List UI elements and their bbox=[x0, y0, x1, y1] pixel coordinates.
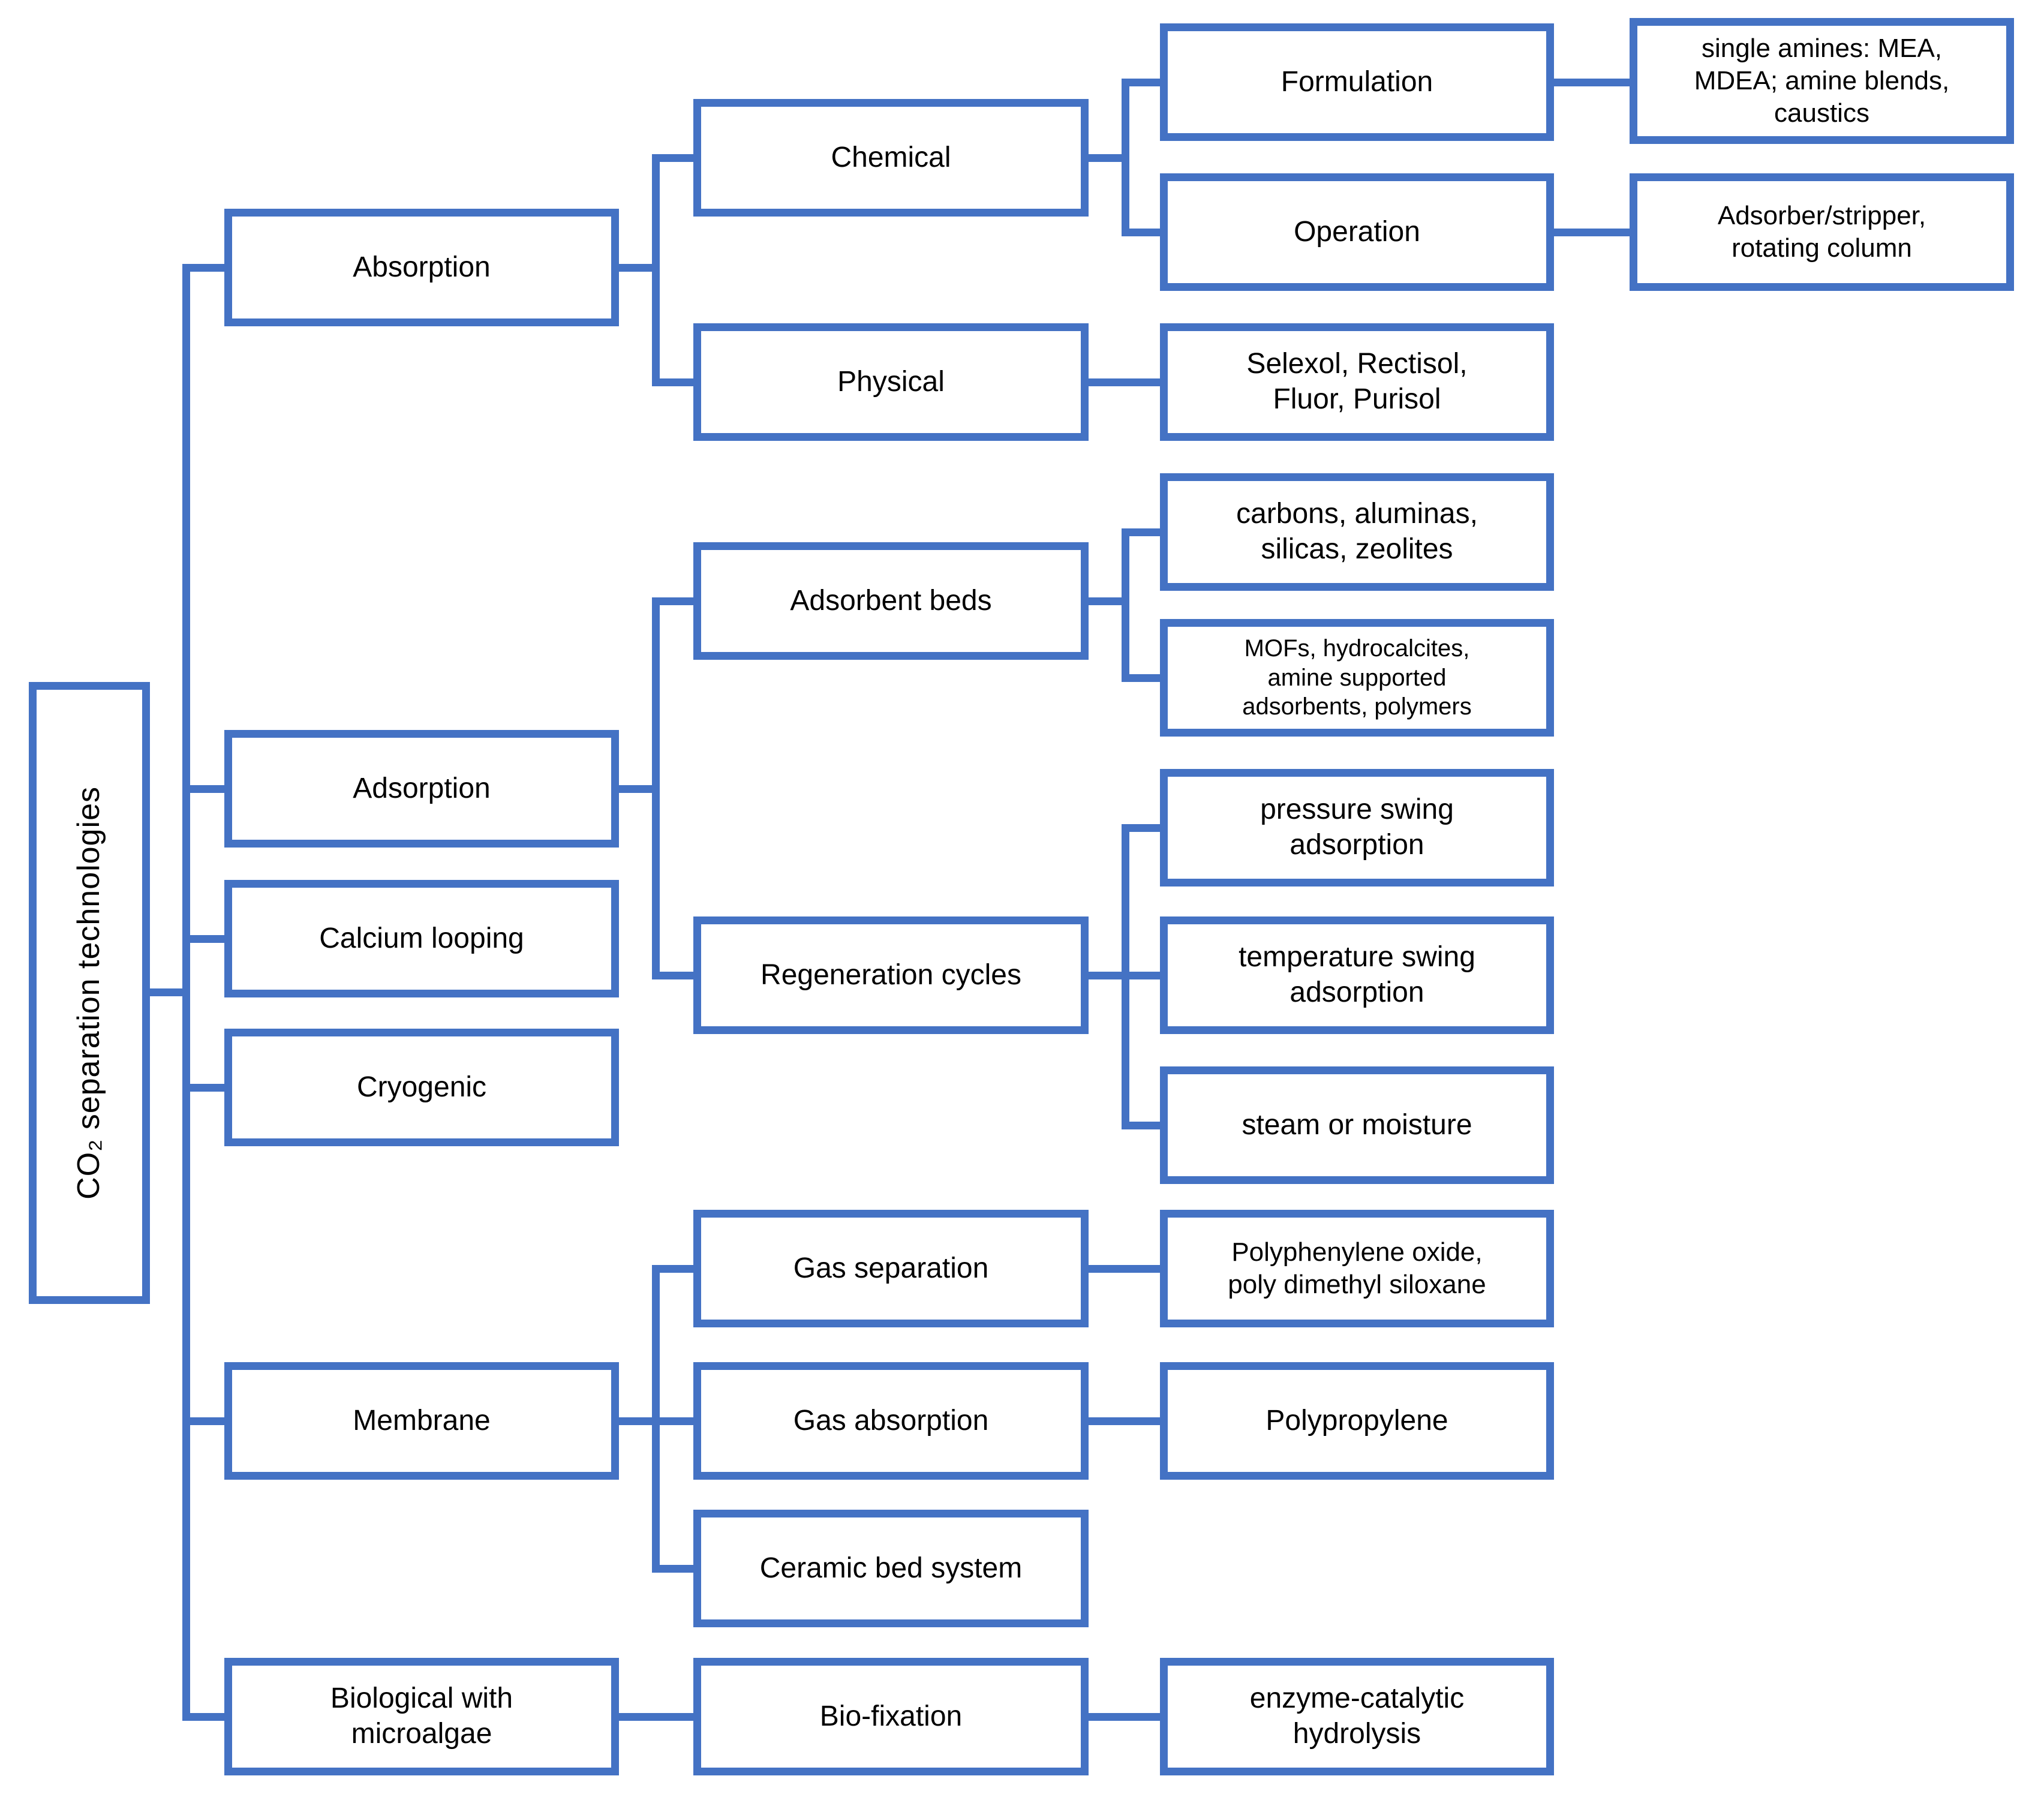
node-physical-solvents: Selexol, Rectisol, Fluor, Purisol bbox=[1160, 323, 1554, 441]
node-operation: Operation bbox=[1160, 173, 1554, 291]
connector-to-gas-absorption bbox=[652, 1417, 693, 1425]
connector-to-physical bbox=[652, 378, 693, 386]
connector-to-steam bbox=[1122, 1122, 1160, 1129]
node-adsorption: Adsorption bbox=[224, 730, 619, 848]
connector-to-adsorption bbox=[182, 785, 224, 793]
connector-chemical-trunk bbox=[1122, 79, 1129, 236]
connector-to-gas-separation bbox=[652, 1265, 693, 1273]
node-classic-adsorbents: carbons, aluminas, silicas, zeolites bbox=[1160, 473, 1554, 591]
connector-to-regeneration bbox=[652, 972, 693, 979]
connector-adsorption-trunk bbox=[652, 597, 660, 979]
node-root-co2-separation-technologies: CO₂ separation technologies bbox=[29, 682, 150, 1304]
node-chemical: Chemical bbox=[693, 99, 1089, 217]
connector-formulation-detail bbox=[1554, 79, 1630, 86]
node-steam-or-moisture: steam or moisture bbox=[1160, 1066, 1554, 1184]
connector-root-stub bbox=[150, 988, 190, 996]
connector-gas-separation-detail bbox=[1089, 1265, 1160, 1273]
connector-to-cryogenic bbox=[182, 1084, 224, 1092]
node-cryogenic: Cryogenic bbox=[224, 1029, 619, 1146]
connector-absorption-stub bbox=[619, 264, 656, 272]
connector-adsorption-stub bbox=[619, 785, 656, 793]
connector-to-formulation bbox=[1122, 79, 1160, 86]
root-label: CO₂ separation technologies bbox=[71, 786, 107, 1200]
connector-operation-detail bbox=[1554, 229, 1630, 236]
connector-to-pressure-swing bbox=[1122, 824, 1160, 832]
connector-to-membrane bbox=[182, 1417, 224, 1425]
connector-to-chemical bbox=[652, 154, 693, 162]
connector-to-adsorbent-beds bbox=[652, 597, 693, 605]
node-gas-separation-materials: Polyphenylene oxide, poly dimethyl silox… bbox=[1160, 1210, 1554, 1327]
connector-beds-stub bbox=[1089, 597, 1126, 605]
connector-to-mofs bbox=[1122, 674, 1160, 682]
connector-membrane-stub bbox=[619, 1417, 656, 1425]
connector-absorption-trunk bbox=[652, 154, 660, 386]
connector-chemical-stub bbox=[1089, 154, 1126, 162]
connector-to-calcium-looping bbox=[182, 935, 224, 943]
node-biological-with-microalgae: Biological with microalgae bbox=[224, 1658, 619, 1775]
node-bio-fixation: Bio-fixation bbox=[693, 1658, 1089, 1775]
node-absorption: Absorption bbox=[224, 209, 619, 326]
connector-beds-trunk bbox=[1122, 528, 1129, 682]
node-regeneration-cycles: Regeneration cycles bbox=[693, 916, 1089, 1034]
node-ceramic-bed-system: Ceramic bed system bbox=[693, 1510, 1089, 1627]
node-calcium-looping: Calcium looping bbox=[224, 880, 619, 997]
node-formulation-amines: single amines: MEA, MDEA; amine blends, … bbox=[1630, 18, 2014, 144]
node-enzyme-catalytic-hydrolysis: enzyme-catalytic hydrolysis bbox=[1160, 1658, 1554, 1775]
node-formulation: Formulation bbox=[1160, 23, 1554, 141]
node-gas-absorption: Gas absorption bbox=[693, 1362, 1089, 1480]
connector-gas-absorption-detail bbox=[1089, 1417, 1160, 1425]
node-operation-equipment: Adsorber/stripper, rotating column bbox=[1630, 173, 2014, 291]
node-novel-adsorbents: MOFs, hydrocalcites, amine supported ads… bbox=[1160, 619, 1554, 737]
connector-to-operation bbox=[1122, 229, 1160, 236]
node-pressure-swing-adsorption: pressure swing adsorption bbox=[1160, 769, 1554, 887]
connector-root-trunk bbox=[182, 264, 190, 1721]
connector-to-absorption bbox=[182, 264, 224, 272]
connector-physical-detail bbox=[1089, 378, 1160, 386]
connector-to-carbons bbox=[1122, 528, 1160, 536]
node-physical: Physical bbox=[693, 323, 1089, 441]
connector-to-ceramic bbox=[652, 1565, 693, 1573]
node-membrane: Membrane bbox=[224, 1362, 619, 1480]
connector-to-temperature-swing bbox=[1122, 972, 1160, 979]
node-gas-separation: Gas separation bbox=[693, 1210, 1089, 1327]
node-temperature-swing-adsorption: temperature swing adsorption bbox=[1160, 916, 1554, 1034]
connector-biological-biofixation bbox=[619, 1713, 693, 1721]
node-adsorbent-beds: Adsorbent beds bbox=[693, 542, 1089, 660]
connector-to-biological bbox=[182, 1713, 224, 1721]
connector-biofixation-detail bbox=[1089, 1713, 1160, 1721]
node-polypropylene: Polypropylene bbox=[1160, 1362, 1554, 1480]
connector-regen-stub bbox=[1089, 972, 1126, 979]
